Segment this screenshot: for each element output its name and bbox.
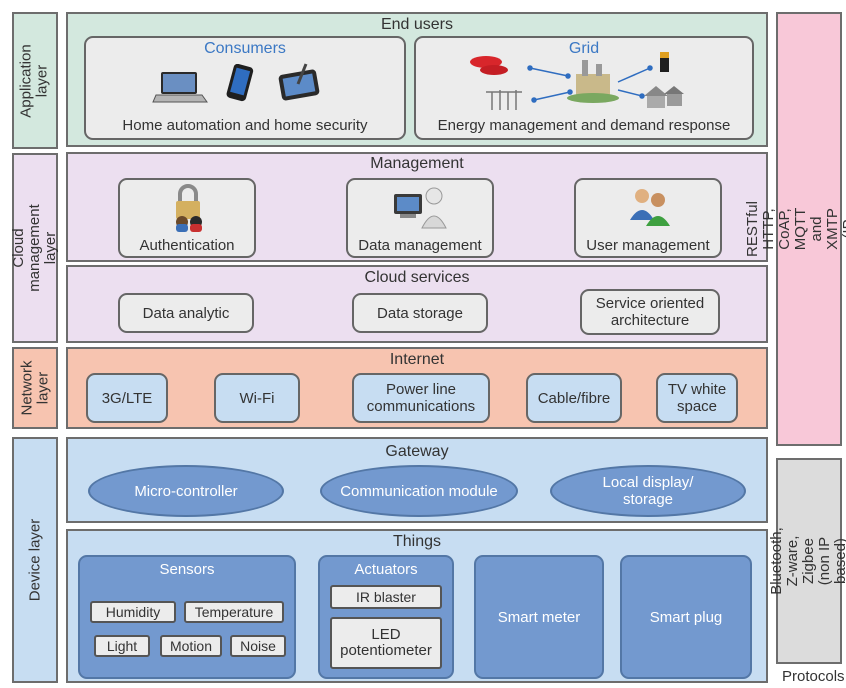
noise-chip: Noise [230,635,286,657]
ip-protocols-text: RESTful HTTP, CoAP, MQTT and XMTP (IP ba… [744,201,846,257]
consumers-card: Consumers Home automation and home secur… [84,36,406,140]
power-line-communications-pill: Power line communications [352,373,490,423]
actuators-box: Actuators IR blaster LED potentiometer [318,555,454,679]
power-plant-icon [567,60,619,103]
humidity-chip: Humidity [90,601,176,623]
cloud-services-title: Cloud services [364,269,470,286]
users-icon [630,189,670,226]
gateway-title: Gateway [385,443,449,460]
battery-icon [660,52,669,72]
authentication-card: Authentication [118,178,256,258]
wind-turbine-icon [486,90,522,110]
sensors-title: Sensors [159,561,215,578]
gateway-panel: Gateway Micro-controller Communication m… [66,437,768,523]
smart-meter-box: Smart meter [474,555,604,679]
data-management-card: Data management [346,178,494,258]
cloud-layer-text: Cloud management layer [10,204,59,292]
local-display-storage-ellipse: Local display/ storage [550,465,746,517]
management-panel: Management Authentication Data managemen… [66,152,768,262]
computer-user-icon [394,187,447,229]
things-panel: Things Sensors Humidity Temperature Ligh… [66,529,768,683]
light-chip: Light [94,635,150,657]
smartphone-icon [226,64,254,102]
grid-network-icon [470,52,684,110]
management-title: Management [370,155,464,172]
sensors-box: Sensors Humidity Temperature Light Motio… [78,555,296,679]
led-potentiometer-chip: LED potentiometer [330,617,442,669]
smart-plug-label: Smart plug [649,608,723,626]
internet-title: Internet [389,351,445,368]
cloud-layer-label: Cloud management layer [10,153,59,343]
application-layer-text: Application layer [18,43,52,118]
things-title: Things [392,533,442,550]
ir-blaster-chip: IR blaster [330,585,442,609]
wifi-pill: Wi-Fi [214,373,300,423]
non-ip-protocols-box: Bluetooth, Z-ware, Zigbee (non IP based) [768,458,846,664]
communication-module-ellipse: Communication module [320,465,518,517]
lock-icon [176,184,202,232]
smart-plug-box: Smart plug [620,555,752,679]
tv-white-space-pill: TV white space [656,373,738,423]
authentication-label: Authentication [139,237,235,254]
device-layer-text: Device layer [26,518,43,602]
laptop-icon [152,72,208,103]
non-ip-protocols-text: Bluetooth, Z-ware, Zigbee (non IP based) [768,527,846,595]
end-users-title: End users [380,16,454,33]
network-layer-text: Network layer [18,360,52,416]
smart-meter-label: Smart meter [497,608,581,626]
cable-fibre-pill: Cable/fibre [526,373,622,423]
consumers-label: Home automation and home security [122,117,368,134]
motion-chip: Motion [160,635,222,657]
device-layer-label: Device layer [12,437,58,683]
data-analytic-pill: Data analytic [118,293,254,333]
grid-label: Energy management and demand response [437,117,731,134]
data-storage-pill: Data storage [352,293,488,333]
application-panel: End users Consumers Home automation and … [66,12,768,147]
house-icon [644,86,684,108]
actuators-title: Actuators [354,561,418,578]
user-management-label: User management [586,237,710,254]
user-management-card: User management [574,178,722,258]
car-icon [470,56,508,75]
ip-protocols-box: RESTful HTTP, CoAP, MQTT and XMTP (IP ba… [744,12,846,446]
temperature-chip: Temperature [184,601,284,623]
3g-lte-pill: 3G/LTE [86,373,168,423]
grid-title: Grid [568,40,600,57]
consumers-title: Consumers [204,40,286,57]
cloud-services-panel: Cloud services Data analytic Data storag… [66,265,768,343]
grid-card: Grid [414,36,754,140]
data-management-label: Data management [358,237,482,254]
internet-panel: Internet 3G/LTE Wi-Fi Power line communi… [66,347,768,429]
service-oriented-architecture-pill: Service oriented architecture [580,289,720,335]
application-layer-label: Application layer [12,12,58,149]
tablet-icon [278,63,320,101]
network-layer-label: Network layer [12,347,58,429]
micro-controller-ellipse: Micro-controller [88,465,284,517]
protocols-label: Protocols [782,668,845,685]
